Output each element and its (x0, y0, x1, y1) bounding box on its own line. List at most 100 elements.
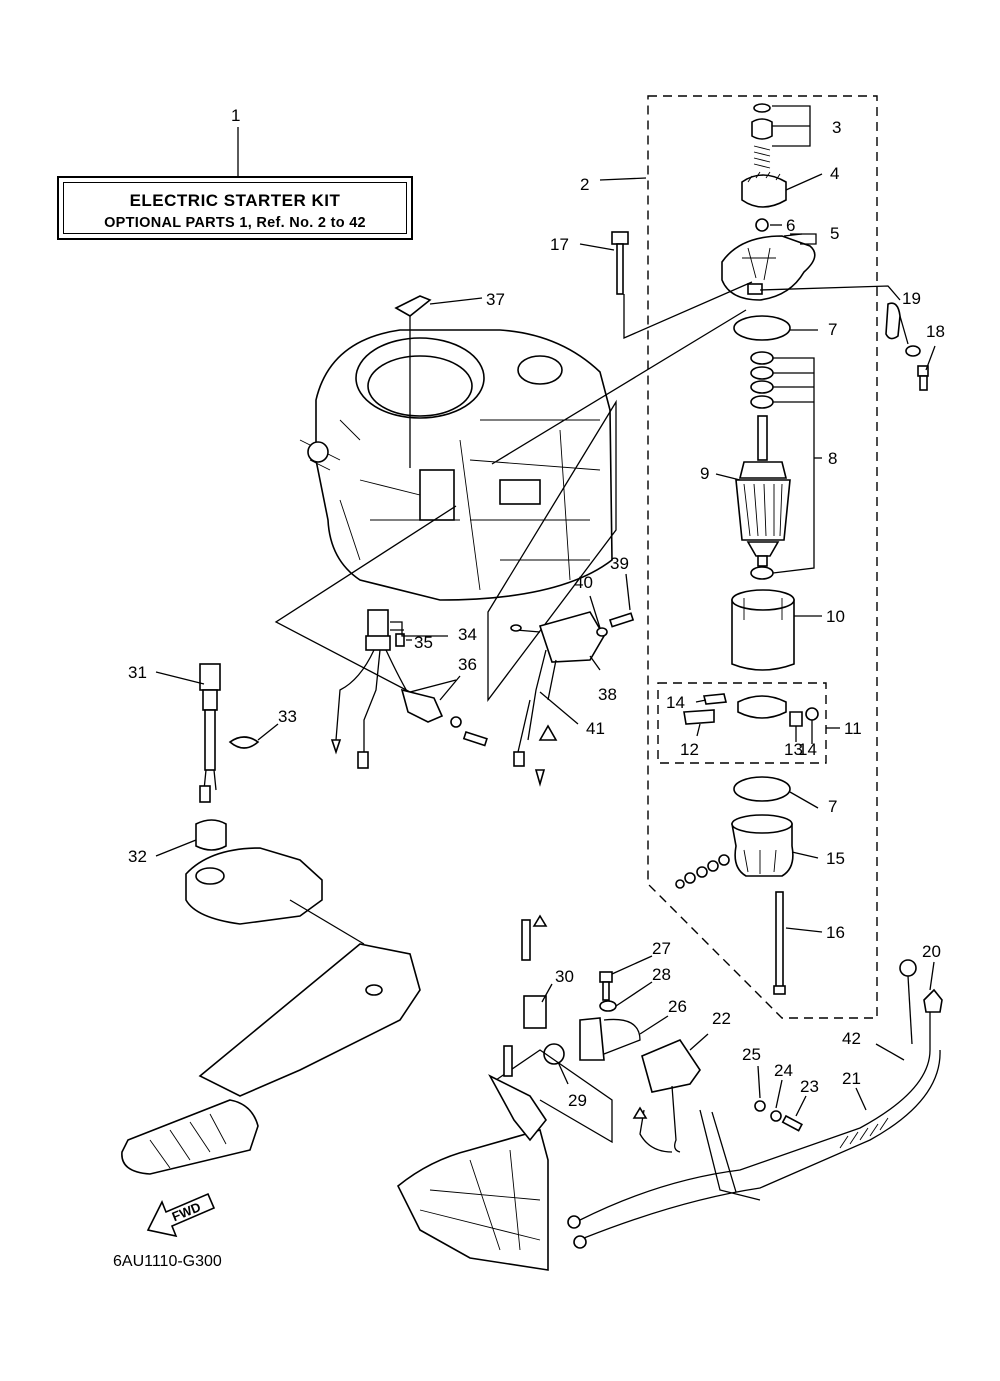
part-30-switch (523, 995, 547, 1029)
callout-23: 23 (800, 1077, 819, 1096)
part-14-spring-a (702, 693, 728, 705)
part-12-screw (683, 709, 715, 725)
callout-42: 42 (842, 1029, 861, 1048)
part-17-bolt (616, 243, 624, 295)
part-9-armature (735, 479, 791, 541)
part-25-washer (754, 1100, 766, 1112)
part-26-bracket (579, 1017, 605, 1061)
part-38-rectifier (538, 611, 605, 663)
part-28-washer (599, 1000, 617, 1012)
callout-18: 18 (926, 322, 945, 341)
callout-36: 36 (458, 655, 477, 674)
parts-26-30 (488, 914, 669, 1144)
callout-28: 28 (652, 965, 671, 984)
callout-19: 19 (902, 289, 921, 308)
part-4-pinion (741, 174, 787, 208)
callout-32: 32 (128, 847, 147, 866)
part-7-oring-upper (733, 315, 791, 341)
part-27-bolt-head (599, 971, 613, 983)
part-29-clip (543, 1043, 565, 1065)
callout-34: 34 (458, 625, 477, 644)
cables-20-21-42 (567, 959, 943, 1249)
part-23-bolt (781, 1114, 803, 1132)
part-13-brush (789, 711, 803, 727)
part-37-clip (394, 295, 432, 317)
callout-7b: 7 (828, 797, 837, 816)
callout-17: 17 (550, 235, 569, 254)
callout-13: 13 (784, 740, 803, 759)
callout-1: 1 (231, 106, 240, 125)
callout-26: 26 (668, 997, 687, 1016)
callout-35: 35 (414, 633, 433, 652)
kit-subtitle: OPTIONAL PARTS 1, Ref. No. 2 to 42 (104, 215, 366, 231)
tiller-handle (121, 847, 421, 1175)
callout-27: 27 (652, 939, 671, 958)
bottom-cowling (396, 1129, 549, 1271)
part-8-washer-4 (750, 395, 774, 409)
callout-9: 9 (700, 464, 709, 483)
callout-7a: 7 (828, 320, 837, 339)
harness-34-36 (330, 609, 488, 769)
callout-11: 11 (844, 719, 862, 738)
diagram-code: 6AU1110-G300 (113, 1253, 222, 1270)
brush-holder-boundary (657, 682, 827, 764)
starter-leaders (579, 105, 936, 933)
callout-39: 39 (610, 554, 629, 573)
part-8-washer-2 (750, 366, 774, 380)
part-8-washer-3 (750, 380, 774, 394)
callout-2: 2 (580, 175, 589, 194)
callout-8: 8 (828, 449, 837, 468)
callout-25: 25 (742, 1045, 761, 1064)
part-20-terminal (899, 959, 917, 977)
callout-21: 21 (842, 1069, 861, 1088)
callout-14b: 14 (798, 740, 817, 759)
part-35-pin (395, 633, 405, 647)
callout-14a: 14 (666, 693, 685, 712)
part-11-brush-holder (737, 695, 787, 719)
part-16-through-bolt (775, 891, 784, 989)
part-3-collar (751, 118, 773, 140)
part-3-ring (753, 103, 771, 113)
relay-22-25 (632, 1033, 807, 1153)
callout-6: 6 (786, 216, 795, 235)
part-34-connector (367, 609, 389, 639)
part-32-bushing (195, 819, 227, 851)
part-8-washer-1 (750, 351, 774, 365)
callout-4: 4 (830, 164, 839, 183)
part-6-washer (755, 218, 769, 232)
part-5-bracket (721, 235, 816, 301)
part-9-shaft (757, 415, 768, 461)
callout-24: 24 (774, 1061, 793, 1080)
callout-20: 20 (922, 942, 941, 961)
small-fasteners (611, 231, 929, 391)
part-17-bolt-head (611, 231, 629, 245)
callout-3: 3 (832, 118, 841, 137)
part-5-tab (747, 283, 763, 295)
part-33-clip (228, 736, 260, 749)
callout-41: 41 (586, 719, 605, 738)
callout-numbers: 1 2 3 4 5 6 7 8 9 10 11 12 13 14 14 7 15… (128, 106, 945, 1110)
part-14-spring-b (805, 707, 819, 721)
part-36-clamp (400, 688, 444, 723)
part-24-washer (770, 1110, 782, 1122)
callout-40: 40 (574, 573, 593, 592)
callout-29: 29 (568, 1091, 587, 1110)
callout-31: 31 (128, 663, 147, 682)
callout-38: 38 (598, 685, 617, 704)
callout-30: 30 (555, 967, 574, 986)
kit-label-box: ELECTRIC STARTER KIT OPTIONAL PARTS 1, R… (57, 176, 413, 240)
part-22-relay (641, 1039, 701, 1093)
parts-31-33 (155, 663, 279, 857)
callout-5: 5 (830, 224, 839, 243)
kit-title: ELECTRIC STARTER KIT (129, 191, 341, 210)
callout-12: 12 (680, 740, 699, 759)
part-8-washer-5 (750, 566, 774, 580)
part-19-terminal (885, 302, 901, 340)
fwd-arrow: FWD (146, 1192, 216, 1238)
part-19-washer (905, 345, 921, 357)
callout-37: 37 (486, 290, 505, 309)
starter-motor-assembly (675, 103, 819, 995)
engine-block (299, 329, 613, 601)
part-31-switch (199, 663, 221, 691)
kit-label-inner: ELECTRIC STARTER KIT OPTIONAL PARTS 1, R… (63, 182, 407, 234)
